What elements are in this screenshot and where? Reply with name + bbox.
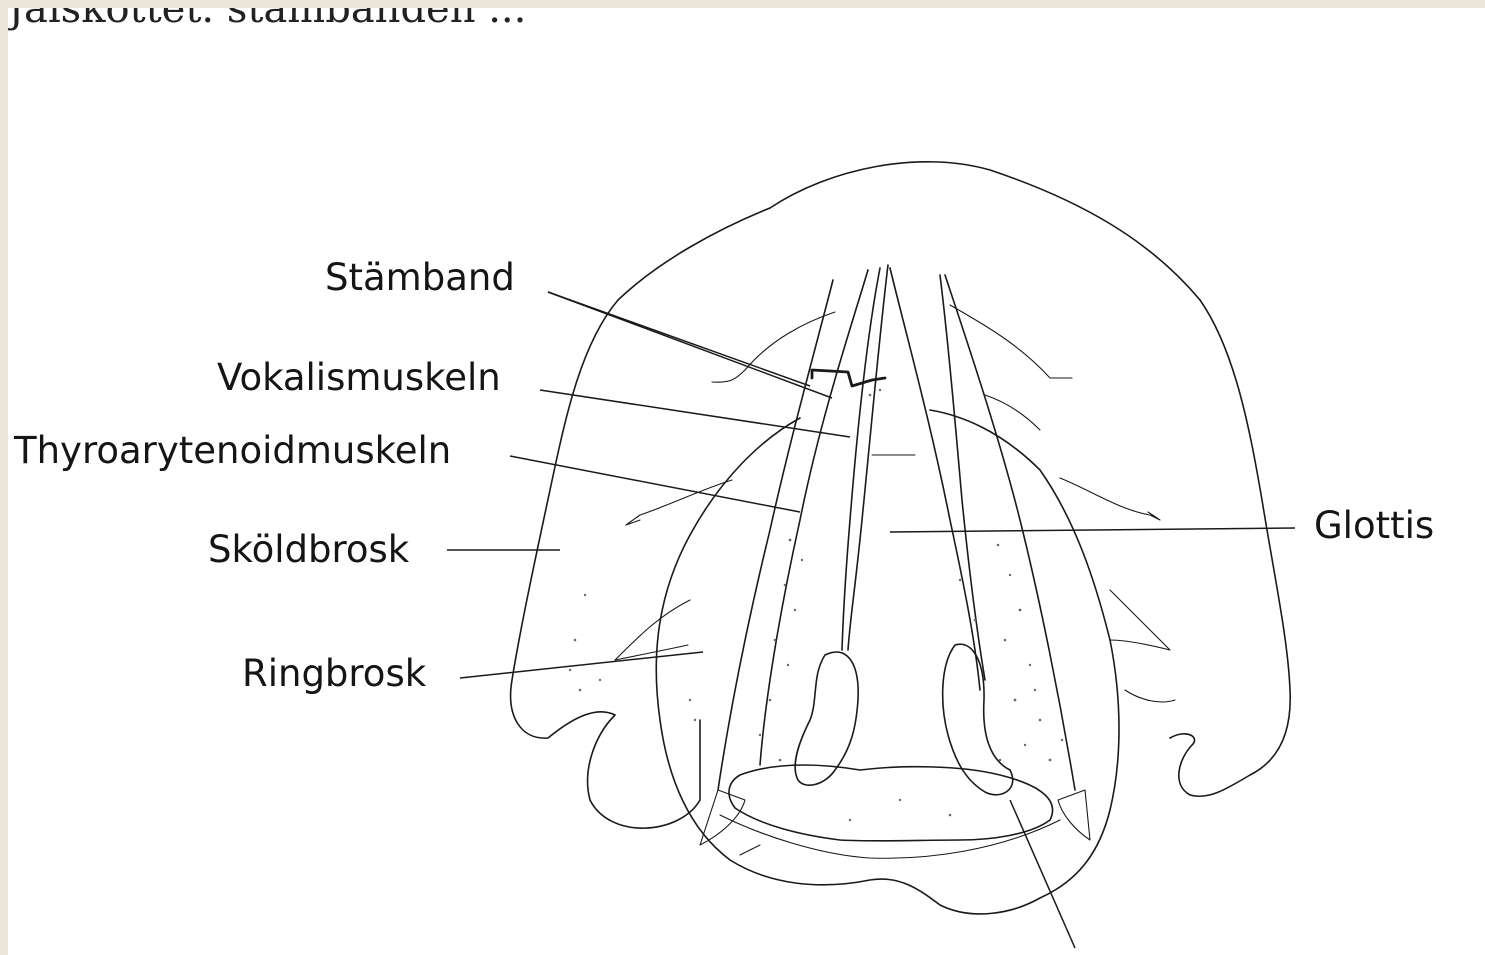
- left-lower-horn: [615, 600, 690, 660]
- right-fold-lateral: [945, 275, 1075, 790]
- leader-vokalismuskeln: [540, 390, 850, 437]
- right-lower-horn: [1110, 590, 1170, 650]
- larynx-diagram: Jaiskottet. stämbanden ...: [8, 8, 1485, 955]
- leader-bottom: [1010, 800, 1075, 948]
- right-lower-flap: [1125, 690, 1175, 702]
- left-vocal-fold-outer: [760, 270, 868, 765]
- label-ringbrosk: Ringbrosk: [242, 652, 427, 695]
- left-vocal-fold-inner: [842, 268, 880, 650]
- cricoid-cartilage-outline: [656, 410, 1119, 914]
- right-fold-wisp: [1060, 478, 1160, 520]
- cropped-header-text: Jaiskottet. stämbanden ...: [8, 8, 526, 32]
- posterior-commissure: [729, 765, 1053, 841]
- vocal-fold-section-line: [812, 370, 885, 386]
- larynx-drawing: [511, 162, 1291, 914]
- upper-right-contour: [950, 305, 1072, 378]
- left-fold-lateral: [718, 280, 833, 790]
- label-vokalismuskeln: Vokalismuskeln: [217, 356, 501, 399]
- right-posterior-flap: [1058, 790, 1090, 840]
- label-skoldbrosk: Sköldbrosk: [208, 528, 410, 571]
- labels: Stämband Vokalismuskeln Thyroarytenoidmu…: [13, 256, 1434, 695]
- posterior-commissure-inner: [720, 815, 1060, 858]
- leader-thyroarytenoidmuskeln: [510, 456, 800, 512]
- leader-glottis: [890, 528, 1295, 532]
- leader-ringbrosk: [460, 652, 703, 678]
- stipple-shading: [569, 389, 1063, 821]
- left-vocal-ligament: [848, 265, 888, 650]
- right-vocal-fold-outer: [890, 268, 980, 690]
- left-posterior-flap: [700, 790, 745, 845]
- thyroid-cartilage-right: [1170, 300, 1290, 796]
- left-fold-wisp: [626, 480, 732, 525]
- thyroid-cartilage-outline: [511, 208, 770, 828]
- label-stamband: Stämband: [325, 256, 515, 299]
- label-thyroarytenoidmuskeln: Thyroarytenoidmuskeln: [13, 429, 451, 472]
- figure-sheet: Jaiskottet. stämbanden ...: [8, 8, 1485, 955]
- right-vocal-fold-inner: [940, 275, 985, 680]
- thyroid-cartilage-top: [770, 162, 1200, 300]
- leader-stamband-b: [548, 292, 810, 386]
- label-glottis: Glottis: [1314, 504, 1434, 547]
- left-lower-rim: [740, 845, 760, 855]
